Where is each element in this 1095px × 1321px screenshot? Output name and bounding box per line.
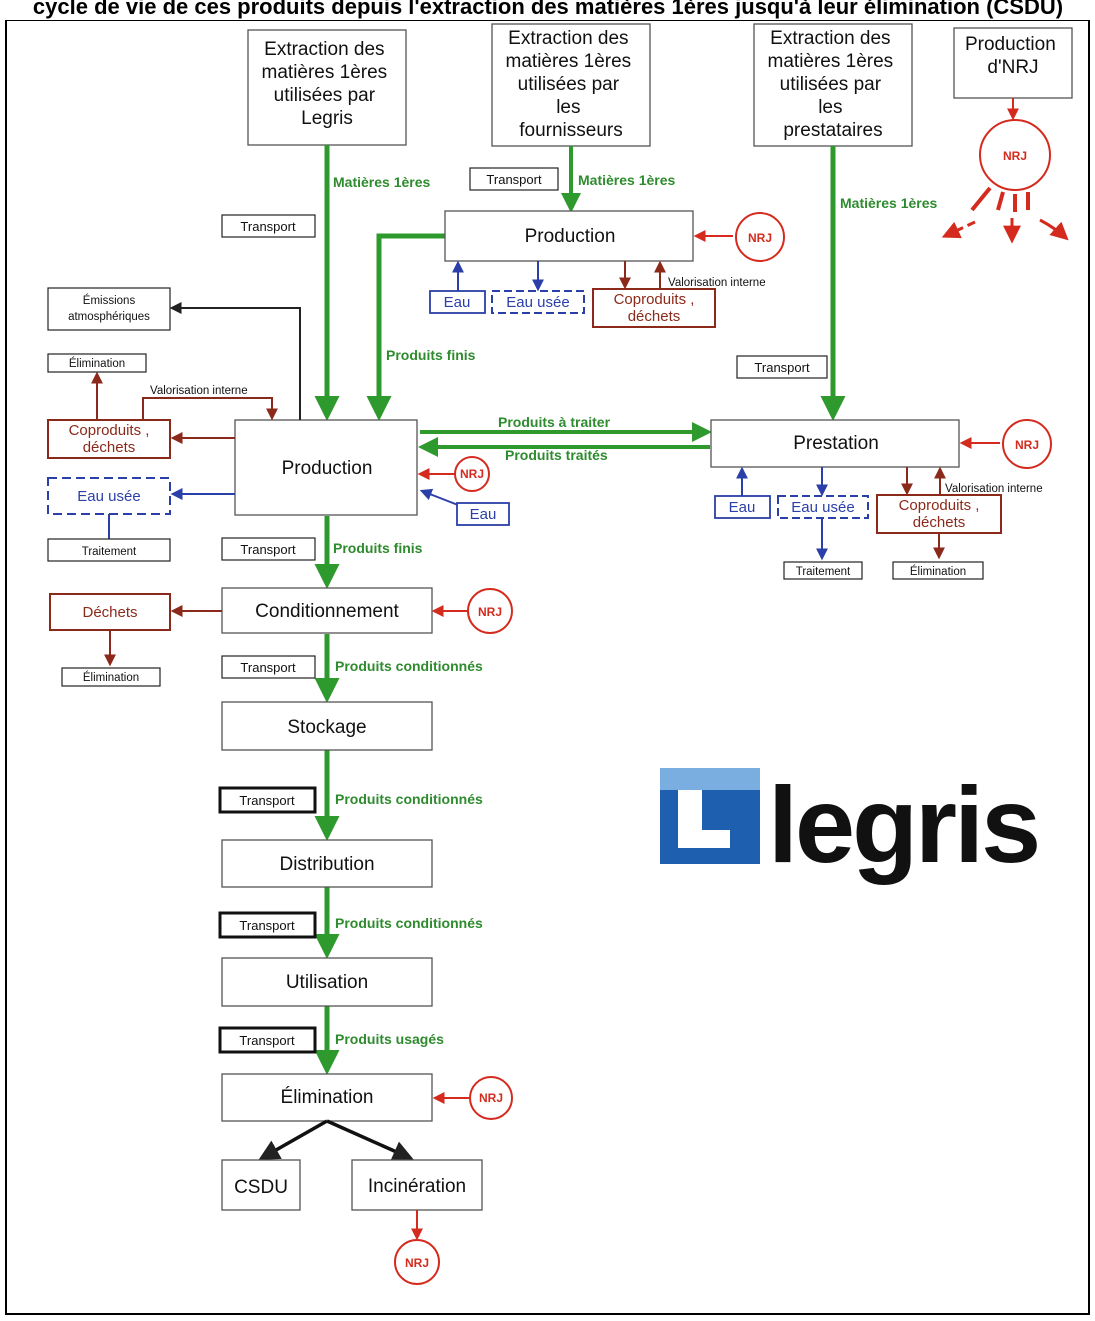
svg-text:Eau: Eau: [470, 506, 497, 523]
svg-text:Transport: Transport: [239, 793, 295, 808]
label-produits-conditionnes-2: Produits conditionnés: [335, 791, 483, 807]
node-distribution: Distribution: [221, 839, 433, 888]
svg-text:Incinération: Incinération: [368, 1176, 466, 1197]
production-fournisseur-inputs: NRJ Eau Eau usée Coproduits ,déchets Val…: [429, 212, 785, 328]
svg-text:Émissions: Émissions: [83, 294, 136, 307]
svg-text:Conditionnement: Conditionnement: [255, 601, 399, 622]
svg-text:Transport: Transport: [754, 360, 810, 375]
main-flow-lines: [314, 145, 846, 1075]
energy-source-icon: NRJ: [941, 98, 1069, 244]
source-legris: Extraction des matières 1ères utilisées …: [247, 29, 407, 146]
svg-text:NRJ: NRJ: [405, 1256, 429, 1270]
node-conditionnement: Conditionnement: [221, 587, 433, 634]
svg-text:déchets: déchets: [913, 514, 966, 531]
label-produits-a-traiter: Produits à traiter: [498, 414, 611, 430]
svg-text:déchets: déchets: [83, 439, 136, 456]
source-prestataires: Extraction des matières 1ères utilisées …: [753, 23, 913, 147]
prestation-side: NRJ Eau Eau usée Traitement Coproduits ,…: [714, 419, 1052, 580]
node-production-main: Production: [234, 419, 418, 516]
node-utilisation: Utilisation: [221, 957, 433, 1007]
svg-text:Élimination: Élimination: [83, 671, 139, 684]
label-matieres-prestataires: Matières 1ères: [840, 195, 938, 211]
incineration-energy: NRJ: [394, 1210, 440, 1285]
svg-text:Eau usée: Eau usée: [506, 294, 569, 311]
svg-text:Valorisation interne: Valorisation interne: [668, 277, 766, 289]
svg-text:Élimination: Élimination: [281, 1087, 374, 1108]
legris-logo: legris: [660, 764, 1041, 885]
label-produits-conditionnes-3: Produits conditionnés: [335, 915, 483, 931]
label-produits-finis-2: Produits finis: [333, 540, 423, 556]
node-prestation: Prestation: [710, 419, 960, 468]
elimination-side: NRJ: [258, 1076, 513, 1161]
svg-text:CSDU: CSDU: [234, 1177, 288, 1198]
svg-text:Coproduits ,déchets: Coproduits ,déchets: [614, 291, 695, 325]
svg-text:NRJ: NRJ: [478, 605, 502, 619]
svg-text:Stockage: Stockage: [287, 717, 366, 738]
svg-text:Transport: Transport: [486, 172, 542, 187]
label-produits-conditionnes-1: Produits conditionnés: [335, 658, 483, 674]
svg-text:Transport: Transport: [240, 219, 296, 234]
svg-text:Transport: Transport: [239, 918, 295, 933]
svg-text:NRJ: NRJ: [479, 1091, 503, 1105]
transport-labels: Transport Transport Transport Transport …: [218, 167, 828, 1054]
label-matieres-fournisseurs: Matières 1ères: [578, 172, 676, 188]
label-produits-traites: Produits traités: [505, 447, 608, 463]
svg-text:Extraction des matières: Extraction des matières 1ères utilisées …: [506, 28, 637, 141]
label-produits-finis-1: Produits finis: [386, 347, 476, 363]
svg-text:Coproduits ,: Coproduits ,: [899, 497, 980, 514]
production-main-side: Émissions atmosphériques Coproduits , dé…: [47, 287, 510, 562]
svg-text:Eau: Eau: [729, 499, 756, 516]
svg-text:Déchets: Déchets: [82, 604, 137, 621]
svg-text:NRJ: NRJ: [1003, 149, 1027, 163]
node-elimination: Élimination: [221, 1073, 433, 1122]
svg-text:Extraction des matières: Extraction des matières 1ères utilisées …: [768, 28, 899, 141]
source-fournisseurs: Extraction des matières 1ères utilisées …: [491, 23, 651, 147]
svg-text:Utilisation: Utilisation: [286, 972, 368, 993]
node-incineration: Incinération: [351, 1159, 483, 1211]
svg-text:Distribution: Distribution: [279, 854, 374, 875]
svg-text:Production d'NRJ: Production d'NRJ: [965, 34, 1061, 78]
svg-text:Production: Production: [282, 458, 373, 479]
svg-text:Eau: Eau: [444, 294, 471, 311]
label-produits-usages: Produits usagés: [335, 1031, 444, 1047]
svg-text:Transport: Transport: [240, 542, 296, 557]
svg-text:Prestation: Prestation: [793, 433, 879, 454]
svg-text:Élimination: Élimination: [69, 357, 125, 370]
svg-text:Eau usée: Eau usée: [77, 488, 140, 505]
svg-text:Traitement: Traitement: [796, 566, 851, 578]
svg-text:legris: legris: [768, 764, 1038, 885]
conditionnement-side: NRJ Déchets Élimination: [49, 588, 513, 687]
page-title: cycle de vie de ces produits depuis l'ex…: [33, 0, 1063, 19]
svg-text:Extraction des matières: Extraction des matières 1ères utilisées …: [262, 39, 393, 129]
svg-text:Valorisation interne: Valorisation interne: [945, 483, 1043, 495]
svg-text:NRJ: NRJ: [1015, 438, 1039, 452]
svg-text:Transport: Transport: [240, 660, 296, 675]
svg-text:Transport: Transport: [239, 1033, 295, 1048]
node-production-fournisseur: Production: [444, 210, 694, 262]
svg-text:Coproduits ,: Coproduits ,: [69, 422, 150, 439]
svg-text:NRJ: NRJ: [748, 231, 772, 245]
svg-text:Élimination: Élimination: [910, 565, 966, 578]
svg-text:Eau usée: Eau usée: [791, 499, 854, 516]
svg-text:Traitement: Traitement: [82, 546, 137, 558]
node-csdu: CSDU: [221, 1159, 301, 1211]
label-matieres-legris: Matières 1ères: [333, 174, 431, 190]
svg-text:Production: Production: [525, 226, 616, 247]
node-stockage: Stockage: [221, 701, 433, 751]
source-energy: Production d'NRJ: [953, 27, 1073, 99]
svg-text:atmosphériques: atmosphériques: [68, 311, 150, 323]
svg-text:Valorisation interne: Valorisation interne: [150, 385, 248, 397]
svg-text:NRJ: NRJ: [460, 467, 484, 481]
